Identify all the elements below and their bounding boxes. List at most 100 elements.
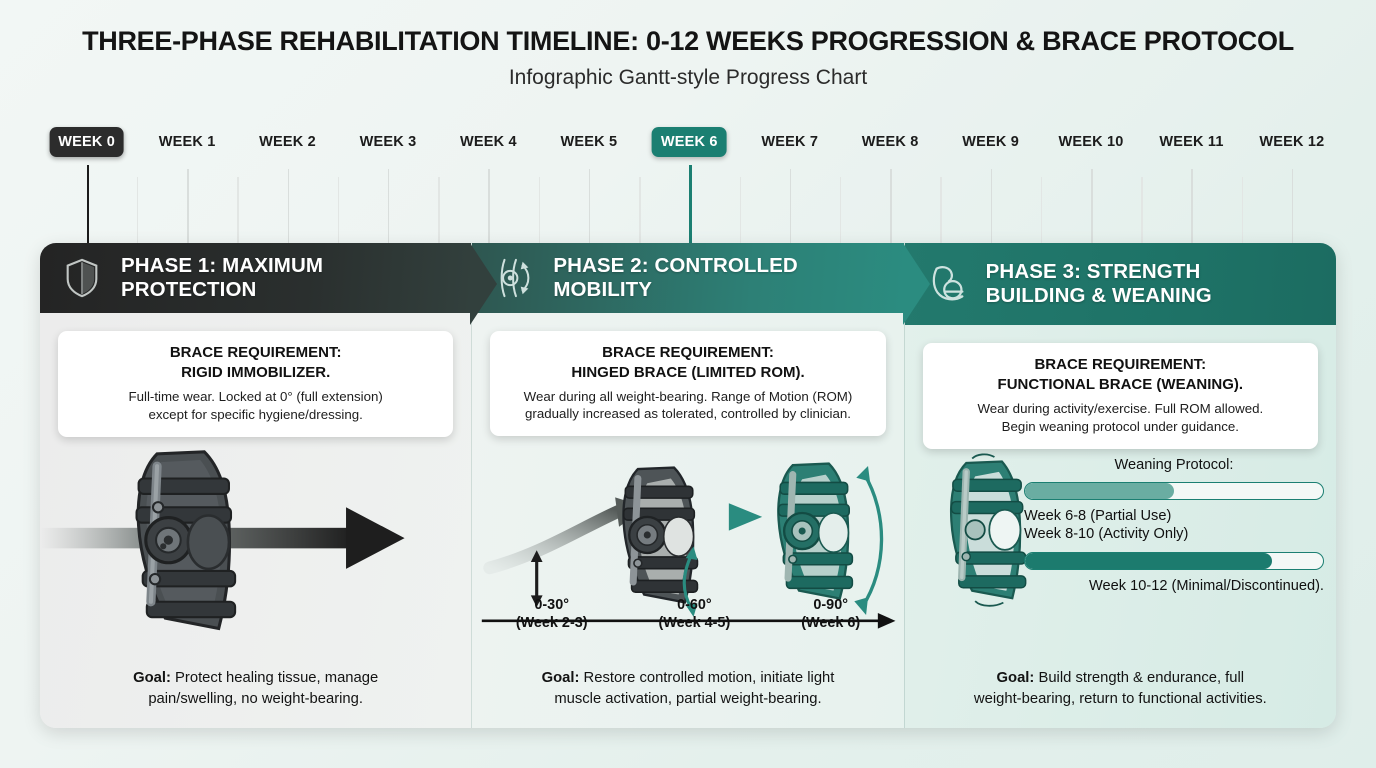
weaning-stage-final: Week 10-12 (Minimal/Discontinued).: [1089, 578, 1324, 595]
phase-2-brace-title: BRACE REQUIREMENT: HINGED BRACE (LIMITED…: [571, 343, 805, 381]
phase-1-illustration: [40, 437, 471, 647]
weaning-protocol-panel: Weaning Protocol: Week 6-8 (Partial Use)…: [1023, 456, 1324, 597]
rom-angle-arrow-3-icon: [854, 466, 884, 616]
gridline-week-12: [1291, 169, 1294, 247]
phase-2-header: PHASE 2: CONTROLLED MOBILITY: [472, 243, 931, 325]
rom-angle: 0-30°: [534, 596, 569, 613]
timeline-gridlines: [40, 163, 1336, 247]
week-chip-10[interactable]: WEEK 10: [1058, 134, 1124, 150]
phase-3-brace-desc: Wear during activity/exercise. Full ROM …: [977, 400, 1264, 434]
gridline-week-10: [1091, 169, 1093, 247]
rom-weeks: (Week 6): [801, 615, 861, 632]
phase-2-goal: Goal: Restore controlled motion, initiat…: [472, 647, 903, 728]
page-subtitle: Infographic Gantt-style Progress Chart: [508, 66, 868, 89]
phase-1-goal-label: Goal:: [133, 670, 171, 686]
page-title: THREE-PHASE REHABILITATION TIMELINE: 0-1…: [82, 26, 1294, 56]
gridline-week-11: [1191, 169, 1193, 247]
gridline-week-4: [488, 169, 490, 247]
weaning-progress-bar-2[interactable]: [1023, 552, 1324, 571]
rom-step: 0-30° (Week 2-3): [516, 596, 588, 633]
rom-progression-graphic: [482, 462, 896, 629]
phase-2-goal-text: Restore controlled motion, initiate ligh…: [554, 670, 835, 707]
phase-column-3: PHASE 3: STRENGTH BUILDING & WEANING BRA…: [903, 243, 1336, 728]
phase-2-brace-card: BRACE REQUIREMENT: HINGED BRACE (LIMITED…: [490, 330, 886, 437]
weaning-bar-2-fill: [1024, 553, 1273, 570]
phase-3-goal-text: Build strength & endurance, full weight-…: [973, 670, 1267, 707]
phase-3-brace-card: BRACE REQUIREMENT: FUNCTIONAL BRACE (WEA…: [922, 343, 1318, 449]
rom-step: 0-60° (Week 4-5): [659, 596, 731, 633]
gridline-week-7: [789, 169, 792, 247]
phase-3-goal: Goal: Build strength & endurance, full w…: [905, 647, 1336, 728]
phase-2-brace-desc: Wear during all weight-bearing. Range of…: [523, 388, 853, 422]
weaning-bar-1-fill: [1024, 482, 1174, 499]
rom-angle-arrow-1-icon: [531, 550, 543, 608]
phase-3-brace-title: BRACE REQUIREMENT: FUNCTIONAL BRACE (WEA…: [997, 356, 1244, 393]
gridline-week-1: [187, 169, 189, 247]
weaning-progress-bar-1[interactable]: [1023, 481, 1324, 500]
gridline-minor-8: [940, 177, 942, 247]
phase-2-illustration: 0-30° (Week 2-3) 0-60° (Week 4-5) 0-90° …: [472, 436, 903, 647]
rom-weeks: (Week 2-3): [515, 615, 588, 632]
gridline-minor-2: [337, 177, 340, 247]
phase-2-title: PHASE 2: CONTROLLED MOBILITY: [553, 254, 798, 301]
phase-1-goal-text: Protect healing tissue, manage pain/swel…: [148, 670, 379, 707]
gridline-week-2: [287, 169, 290, 247]
week-chip-0[interactable]: WEEK 0: [49, 127, 125, 157]
week-chip-11[interactable]: WEEK 11: [1159, 134, 1224, 150]
weaning-stages-early: Week 6-8 (Partial Use) Week 8-10 (Activi…: [1023, 507, 1189, 543]
gridline-week-5: [588, 169, 591, 247]
gridline-minor-11: [1241, 177, 1244, 247]
week-chip-2[interactable]: WEEK 2: [259, 134, 316, 150]
week-chip-1[interactable]: WEEK 1: [158, 134, 216, 150]
rom-axis-line: [482, 613, 896, 629]
rom-step-labels: 0-30° (Week 2-3) 0-60° (Week 4-5) 0-90° …: [480, 596, 895, 633]
gridline-minor-5: [639, 177, 641, 247]
shield-icon: [62, 257, 102, 299]
gridline-week-9: [990, 169, 993, 247]
rom-weeks: (Week 4-5): [658, 615, 731, 632]
gridline-minor-0: [136, 177, 139, 247]
week-chip-5[interactable]: WEEK 5: [560, 134, 618, 150]
knee-brace-illustration: [135, 449, 237, 630]
phase-3-illustration: Weaning Protocol: Week 6-8 (Partial Use)…: [905, 449, 1336, 648]
gridline-minor-9: [1040, 177, 1043, 247]
phase-3-goal-label: Goal:: [996, 670, 1035, 686]
week-chip-4[interactable]: WEEK 4: [460, 134, 517, 150]
phase-3-title: PHASE 3: STRENGTH BUILDING & WEANING: [985, 260, 1212, 307]
rom-angle: 0-90°: [813, 596, 848, 613]
phase-column-2: PHASE 2: CONTROLLED MOBILITY BRACE REQUI…: [471, 243, 931, 728]
week-timeline: WEEK 0 WEEK 1 WEEK 2 WEEK 3 WEEK 4 WEEK 5 WEEK…: [40, 127, 1336, 247]
phase-1-header: PHASE 1: MAXIMUM PROTECTION: [40, 243, 498, 326]
week-chip-3[interactable]: WEEK 3: [359, 134, 417, 150]
phases-board: PHASE 1: MAXIMUM PROTECTION BRACE REQUIR…: [40, 243, 1336, 728]
week-chip-6[interactable]: WEEK 6: [651, 127, 727, 157]
phase-1-brace-desc: Full-time wear. Locked at 0° (full exten…: [128, 388, 383, 422]
week-chip-12[interactable]: WEEK 12: [1259, 134, 1325, 150]
phase-3-header: PHASE 3: STRENGTH BUILDING & WEANING: [904, 243, 1336, 325]
phase-1-title: PHASE 1: MAXIMUM PROTECTION: [121, 254, 324, 302]
rom-step: 0-90° (Week 6): [801, 596, 860, 633]
page-header: THREE-PHASE REHABILITATION TIMELINE: 0-1…: [0, 0, 1376, 90]
week-chip-7[interactable]: WEEK 7: [761, 134, 819, 150]
rigid-immobilizer-graphic: [40, 449, 405, 630]
phase-1-goal: Goal: Protect healing tissue, manage pai…: [40, 647, 471, 728]
week-label-row: WEEK 0 WEEK 1 WEEK 2 WEEK 3 WEEK 4 WEEK 5 WEEK…: [40, 127, 1336, 161]
knee-rotation-icon: [494, 257, 534, 299]
gridline-week-6: [689, 165, 692, 247]
gridline-minor-10: [1141, 177, 1143, 247]
week-chip-8[interactable]: WEEK 8: [861, 134, 919, 150]
gridline-minor-7: [839, 177, 842, 247]
phase-column-1: PHASE 1: MAXIMUM PROTECTION BRACE REQUIR…: [40, 243, 498, 728]
gridline-minor-1: [237, 177, 239, 247]
gridline-week-3: [387, 169, 390, 247]
hinged-brace-stage-1: [622, 466, 699, 604]
functional-brace-graphic: [949, 452, 1027, 607]
bicep-flex-icon: [927, 263, 967, 305]
weaning-protocol-title: Weaning Protocol:: [1114, 456, 1234, 473]
hinged-brace-stage-2: [777, 462, 854, 600]
rom-angle: 0-60°: [677, 596, 712, 613]
week-chip-9[interactable]: WEEK 9: [962, 134, 1020, 150]
gridline-minor-3: [438, 177, 440, 247]
phase-2-goal-label: Goal:: [541, 670, 580, 686]
gridline-minor-6: [739, 177, 742, 247]
